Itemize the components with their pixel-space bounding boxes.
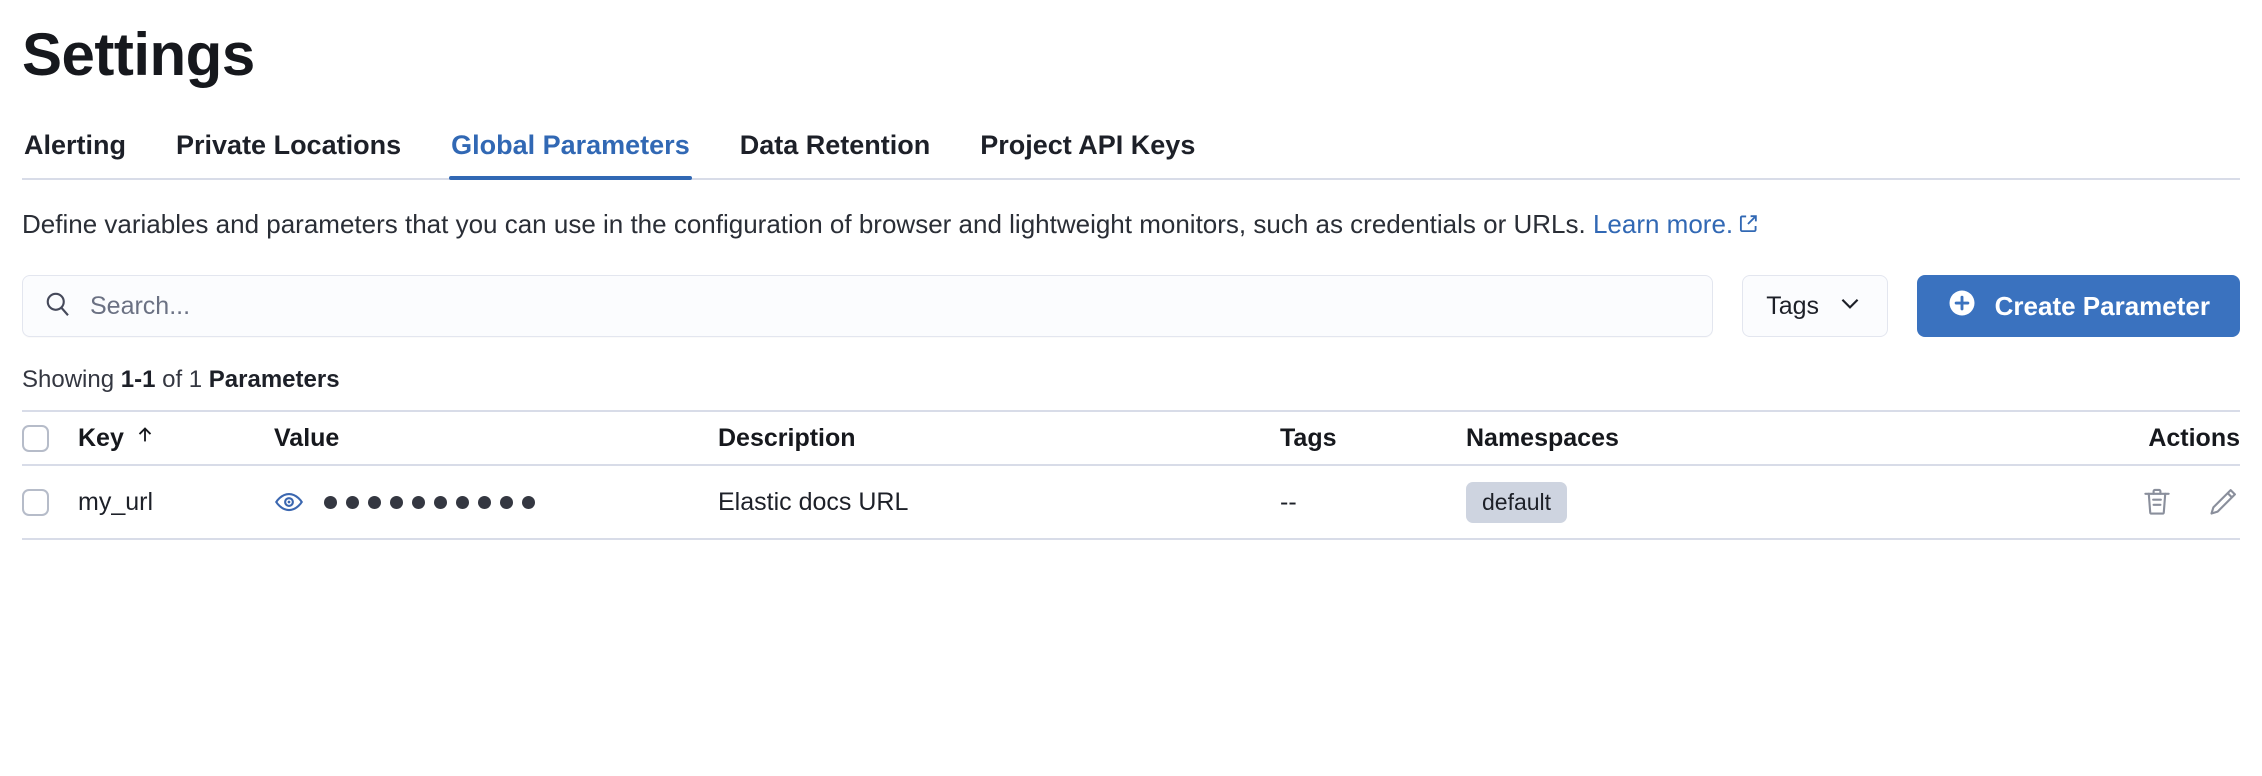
search-input[interactable]: Search... [22, 275, 1713, 338]
page-title: Settings [22, 21, 255, 88]
results-count: Showing 1-1 of 1 Parameters [22, 366, 2240, 394]
column-header-namespaces: Namespaces [1466, 424, 2080, 453]
select-all-checkbox[interactable] [22, 424, 49, 452]
tab-alerting[interactable]: Alerting [24, 130, 127, 160]
eye-icon[interactable] [274, 487, 304, 517]
column-header-value-label: Value [274, 423, 340, 452]
results-entity: Parameters [208, 366, 340, 394]
results-prefix: Showing [22, 366, 121, 394]
column-header-key[interactable]: Key [78, 424, 274, 453]
search-placeholder: Search... [90, 291, 191, 320]
tags-filter-button[interactable]: Tags [1741, 275, 1888, 338]
cell-actions [2080, 485, 2240, 519]
tab-project-api-keys[interactable]: Project API Keys [980, 130, 1196, 160]
page-description: Define variables and parameters that you… [22, 207, 2202, 242]
select-all-cell [22, 424, 78, 452]
description-text: Define variables and parameters that you… [22, 209, 1593, 239]
cell-key: my_url [78, 487, 154, 516]
parameters-table: Key Value Description Tags Namespaces [22, 410, 2240, 541]
column-header-description-label: Description [718, 423, 856, 452]
learn-more-label: Learn more. [1592, 209, 1734, 239]
column-header-description: Description [718, 424, 1280, 453]
row-select-cell [22, 488, 78, 516]
tab-global-parameters[interactable]: Global Parameters [449, 130, 692, 180]
settings-tabs: Alerting Private Locations Global Parame… [22, 130, 2240, 180]
chevron-down-icon [1837, 290, 1863, 323]
create-parameter-label: Create Parameter [1994, 290, 2210, 321]
external-link-icon [1738, 208, 1759, 242]
column-header-namespaces-label: Namespaces [1466, 423, 1619, 452]
edit-icon[interactable] [2206, 485, 2240, 519]
tab-private-locations[interactable]: Private Locations [176, 130, 402, 160]
cell-namespaces: default [1466, 481, 2080, 523]
create-parameter-button[interactable]: Create Parameter [1916, 275, 2240, 338]
results-range: 1-1 [120, 366, 156, 394]
column-header-tags-label: Tags [1280, 423, 1337, 452]
column-header-key-label: Key [78, 423, 124, 452]
results-middle: of 1 [155, 366, 209, 394]
table-row: my_url Elastic docs URL -- default [22, 466, 2240, 541]
tab-data-retention[interactable]: Data Retention [739, 130, 931, 160]
learn-more-link[interactable]: Learn more. [1593, 209, 1759, 239]
cell-value [274, 487, 718, 517]
search-icon [43, 289, 73, 324]
cell-tags: -- [1280, 487, 1297, 516]
tags-filter-label: Tags [1766, 291, 1820, 320]
delete-icon[interactable] [2140, 485, 2174, 519]
row-select-checkbox[interactable] [22, 488, 49, 516]
masked-value [324, 495, 535, 509]
column-header-actions: Actions [2080, 424, 2240, 453]
controls-row: Search... Tags Create Parameter [22, 275, 2240, 338]
settings-page: Settings Alerting Private Locations Glob… [0, 21, 2262, 541]
cell-description: Elastic docs URL [718, 487, 909, 516]
arrow-up-icon [134, 424, 156, 453]
column-header-tags: Tags [1280, 424, 1466, 453]
namespace-badge: default [1466, 481, 1568, 523]
table-header-row: Key Value Description Tags Namespaces [22, 410, 2240, 467]
plus-circle-icon [1947, 288, 1977, 325]
column-header-actions-label: Actions [2148, 423, 2240, 452]
column-header-value: Value [274, 424, 718, 453]
